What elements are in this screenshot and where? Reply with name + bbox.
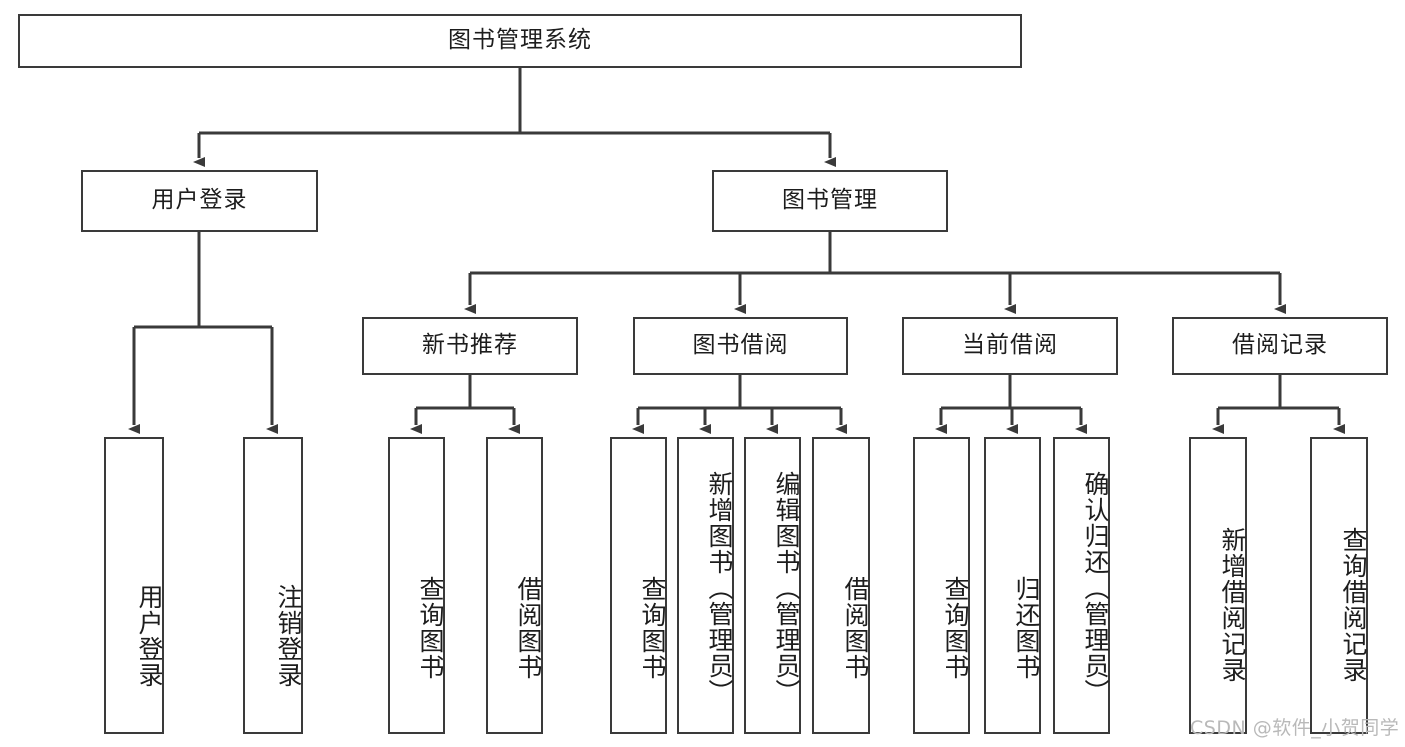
node-root-system[interactable]: 图书管理系统: [18, 14, 1022, 68]
node-book-borrow[interactable]: 图书借阅: [633, 317, 848, 375]
node-book-management[interactable]: 图书管理: [712, 170, 948, 232]
node-borrow-records[interactable]: 借阅记录: [1172, 317, 1388, 375]
leaf-query-book-recommend[interactable]: 查询图书: [388, 437, 445, 734]
leaf-query-book-borrow[interactable]: 查询图书: [610, 437, 667, 734]
leaf-edit-book-admin[interactable]: 编辑图书（管理员）: [744, 437, 801, 734]
leaf-logout[interactable]: 注销登录: [243, 437, 303, 734]
leaf-confirm-return-admin[interactable]: 确认归还（管理员）: [1053, 437, 1110, 734]
leaf-return-book[interactable]: 归还图书: [984, 437, 1041, 734]
leaf-query-book-current[interactable]: 查询图书: [913, 437, 970, 734]
csdn-watermark: CSDN @软件_小贺同学: [1190, 717, 1400, 739]
leaf-query-borrow-record[interactable]: 查询借阅记录: [1310, 437, 1368, 734]
leaf-add-book-admin[interactable]: 新增图书（管理员）: [677, 437, 734, 734]
leaf-add-borrow-record[interactable]: 新增借阅记录: [1189, 437, 1247, 734]
leaf-borrow-book-recommend[interactable]: 借阅图书: [486, 437, 543, 734]
node-new-book-recommend[interactable]: 新书推荐: [362, 317, 578, 375]
leaf-borrow-book[interactable]: 借阅图书: [812, 437, 870, 734]
node-current-borrow[interactable]: 当前借阅: [902, 317, 1118, 375]
node-user-login[interactable]: 用户登录: [81, 170, 318, 232]
leaf-user-login[interactable]: 用户登录: [104, 437, 164, 734]
